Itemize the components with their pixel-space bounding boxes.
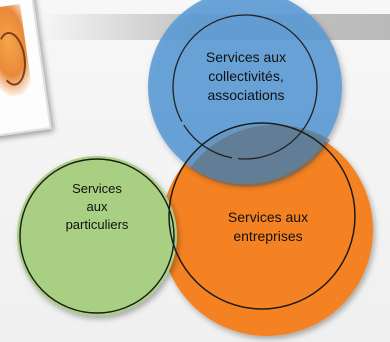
particuliers-label: Services aux particuliers [45, 180, 149, 234]
entreprises-label: Services aux entreprises [213, 208, 323, 246]
particuliers-label-line: Services [72, 181, 122, 196]
entreprises-outline [168, 122, 356, 310]
particuliers-label-line: aux [86, 199, 108, 214]
collectivites-label-line: Services aux [205, 49, 287, 65]
entreprises-label-line: Services aux [227, 209, 309, 225]
overlap-region [190, 124, 330, 187]
collectivites-label-line: collectivités, [208, 68, 284, 84]
collectivites-label: Services aux collectivités, associations [185, 48, 307, 105]
collectivites-outline [172, 14, 318, 160]
particuliers-circle [17, 156, 177, 316]
entreprises-label-line: entreprises [233, 228, 303, 244]
particuliers-label-line: particuliers [65, 217, 129, 232]
collectivites-label-line: associations [207, 87, 285, 103]
particuliers-outline [19, 158, 175, 314]
